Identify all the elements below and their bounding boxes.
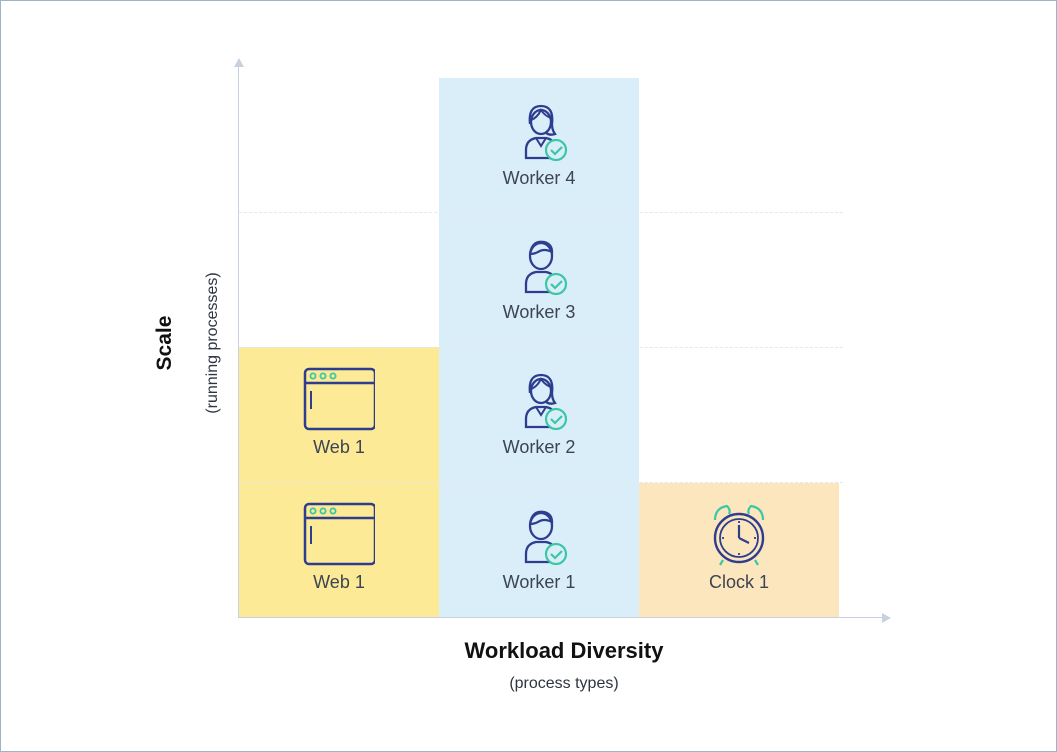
- female-worker-check-icon: [524, 373, 568, 431]
- male-worker-check-icon: [524, 240, 568, 296]
- cell-label: Worker 3: [502, 302, 576, 322]
- browser-window-icon: [303, 502, 375, 566]
- worker-cell: Worker 3: [439, 212, 639, 347]
- cell-label: Worker 1: [502, 572, 576, 592]
- clock-column: [639, 483, 839, 617]
- browser-window-icon: [303, 367, 375, 431]
- clock-cell: Clock 1: [639, 482, 839, 617]
- female-worker-check-icon: [524, 104, 568, 162]
- y-axis-arrow-icon: [234, 58, 244, 67]
- x-axis: [238, 617, 884, 618]
- alarm-clock-icon: [713, 504, 765, 566]
- y-axis: [238, 65, 239, 618]
- y-axis-title-text: Scale: [153, 315, 176, 371]
- cell-label: Worker 2: [502, 437, 576, 457]
- worker-cell: Worker 1: [439, 482, 639, 617]
- gridline: [239, 482, 843, 483]
- cell-label: Clock 1: [708, 572, 770, 592]
- worker-cell: Worker 2: [439, 347, 639, 482]
- cell-label: Web 1: [313, 572, 365, 592]
- gridline: [239, 347, 843, 348]
- x-axis-title: Workload Diversity: [464, 638, 664, 663]
- male-worker-check-icon: [524, 510, 568, 566]
- y-axis-subtitle-text: (running processes): [204, 272, 221, 414]
- worker-cell: Worker 4: [439, 78, 639, 213]
- cell-label: Web 1: [313, 437, 365, 457]
- cell-label: Worker 4: [502, 168, 576, 188]
- web-cell: Web 1: [239, 347, 439, 482]
- web-cell: Web 1: [239, 482, 439, 617]
- gridline: [239, 212, 843, 213]
- x-axis-subtitle: (process types): [509, 675, 619, 692]
- x-axis-arrow-icon: [882, 613, 891, 623]
